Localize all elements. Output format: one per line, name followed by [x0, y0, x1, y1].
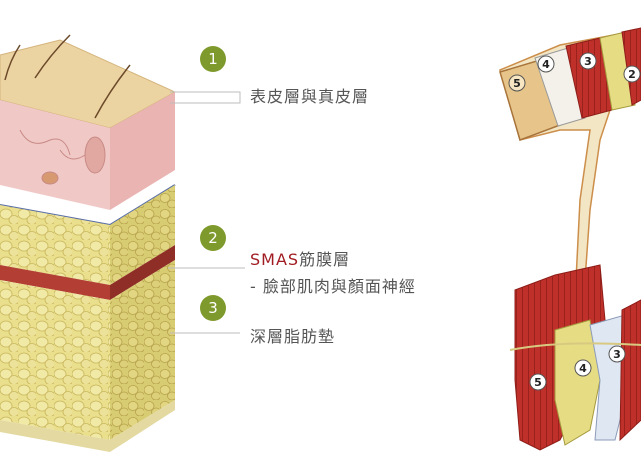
leader-line-1 [170, 92, 240, 103]
detail-top-tag-3: 2 [628, 68, 636, 81]
layer-badge-3: 3 [200, 295, 226, 321]
detail-top-tag-0: 5 [513, 77, 521, 90]
layer-label-1: 表皮層與真皮層 [250, 83, 369, 107]
layer-sublabel-2: - 臉部肌肉與顏面神經 [250, 273, 416, 297]
detail-bottom-tag-2: 3 [613, 348, 621, 361]
layer-badge-1: 1 [200, 46, 226, 72]
bottom-layer-edge [620, 300, 641, 440]
layer-label-2: SMAS筋膜層 [250, 246, 350, 270]
detail-bottom-tag-0: 5 [534, 376, 542, 389]
deep-fat-front [0, 280, 110, 440]
detail-top-illustration [500, 28, 641, 300]
layer-number-3: 3 [208, 299, 218, 317]
detail-top-tag-1: 4 [542, 58, 550, 71]
layer-badge-2: 2 [200, 225, 226, 251]
layer-number-1: 1 [208, 50, 218, 68]
layer-label-3: 深層脂肪墊 [250, 323, 335, 347]
detail-bottom-tag-1: 4 [579, 362, 587, 375]
smas-label-rest: 筋膜層 [299, 250, 350, 269]
detail-top-tag-2: 3 [584, 55, 592, 68]
layer-number-2: 2 [208, 229, 218, 247]
smas-highlight: SMAS [250, 250, 299, 269]
